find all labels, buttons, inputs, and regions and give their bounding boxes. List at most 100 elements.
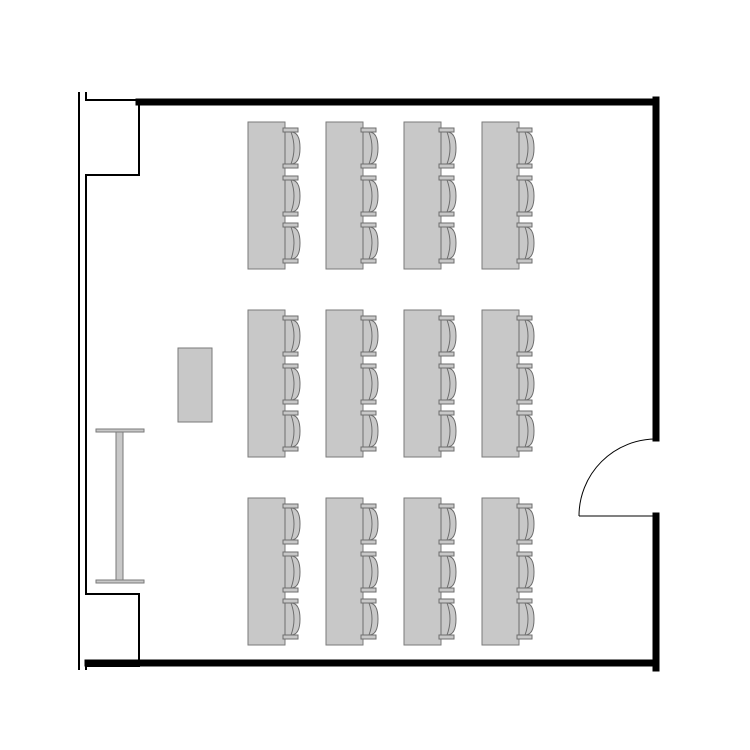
student-table (403, 309, 442, 458)
chair-back-line (290, 179, 295, 213)
chair-back-line (290, 602, 295, 636)
student-table (325, 309, 364, 458)
chair-back-line (524, 226, 529, 260)
chair-arm-top (438, 410, 455, 416)
table-group (403, 309, 457, 458)
chair-seat (284, 131, 301, 165)
chair-arm-top (282, 551, 299, 557)
chair-arm-top (438, 551, 455, 557)
chair-seat (284, 226, 301, 260)
chair-arm-top (438, 315, 455, 321)
chair-arm-bottom (282, 211, 299, 217)
table-group (247, 309, 301, 458)
chair (282, 551, 301, 593)
chair-arm-bottom (282, 446, 299, 452)
table-group (403, 497, 457, 646)
chair-arm-top (516, 410, 533, 416)
chair-back-line (446, 319, 451, 353)
door-swing-arc (578, 438, 657, 517)
chair (438, 363, 457, 405)
chair-arm-top (360, 175, 377, 181)
chair-seat (518, 602, 535, 636)
chair-arm-top (282, 598, 299, 604)
chair-seat (518, 414, 535, 448)
chair-arm-top (516, 315, 533, 321)
table-group (481, 309, 535, 458)
chair (438, 598, 457, 640)
chair-seat (362, 602, 379, 636)
chair-arm-top (360, 222, 377, 228)
chair (516, 598, 535, 640)
student-table (325, 497, 364, 646)
chair-arm-top (516, 127, 533, 133)
chair-back-line (368, 226, 373, 260)
chair (438, 175, 457, 217)
chair-arm-top (516, 222, 533, 228)
chair-arm-bottom (282, 587, 299, 593)
student-tables (247, 121, 535, 646)
chair-seat (518, 131, 535, 165)
chair-arm-bottom (516, 399, 533, 405)
chair-arm-top (438, 503, 455, 509)
table-group (325, 497, 379, 646)
chair-arm-top (516, 363, 533, 369)
chair-arm-bottom (282, 163, 299, 169)
chair-arm-bottom (516, 258, 533, 264)
chair-arm-bottom (438, 163, 455, 169)
chair-arm-bottom (438, 634, 455, 640)
student-table (247, 121, 286, 270)
whiteboard-bottom-bar (95, 579, 145, 584)
chair (282, 315, 301, 357)
chair-seat (284, 414, 301, 448)
table-group (325, 309, 379, 458)
chair-arm-bottom (360, 634, 377, 640)
walls (78, 92, 660, 672)
chair-back-line (446, 179, 451, 213)
chair-arm-top (360, 127, 377, 133)
chair-seat (518, 226, 535, 260)
chair-seat (440, 319, 457, 353)
chair-seat (440, 131, 457, 165)
chair-back-line (368, 131, 373, 165)
chair-back-line (368, 507, 373, 541)
chair-back-line (524, 367, 529, 401)
chair (360, 127, 379, 169)
chair (282, 363, 301, 405)
chair (516, 503, 535, 545)
chair-arm-top (516, 175, 533, 181)
chair-seat (284, 319, 301, 353)
chair-arm-top (282, 503, 299, 509)
chair-back-line (524, 507, 529, 541)
chair-arm-bottom (516, 351, 533, 357)
chair-arm-bottom (438, 351, 455, 357)
chair-arm-bottom (282, 258, 299, 264)
chair-back-line (446, 602, 451, 636)
chair-back-line (524, 179, 529, 213)
chair-seat (518, 555, 535, 589)
chair-back-line (290, 367, 295, 401)
chair-back-line (524, 131, 529, 165)
table-group (403, 121, 457, 270)
chair-seat (440, 602, 457, 636)
chair (438, 551, 457, 593)
student-table (403, 497, 442, 646)
chair (282, 410, 301, 452)
chair-arm-top (282, 175, 299, 181)
chair-back-line (368, 367, 373, 401)
chair (438, 315, 457, 357)
chair-seat (362, 507, 379, 541)
table-group (325, 121, 379, 270)
chair-arm-bottom (282, 399, 299, 405)
chair-arm-bottom (516, 446, 533, 452)
chair-seat (440, 226, 457, 260)
chair-back-line (446, 226, 451, 260)
chair (360, 222, 379, 264)
chair-back-line (290, 414, 295, 448)
chair-arm-bottom (360, 351, 377, 357)
door[interactable] (578, 438, 657, 517)
chair-arm-top (282, 363, 299, 369)
chair-arm-bottom (360, 539, 377, 545)
chair-arm-bottom (438, 258, 455, 264)
chair-arm-bottom (516, 539, 533, 545)
table-group (247, 497, 301, 646)
